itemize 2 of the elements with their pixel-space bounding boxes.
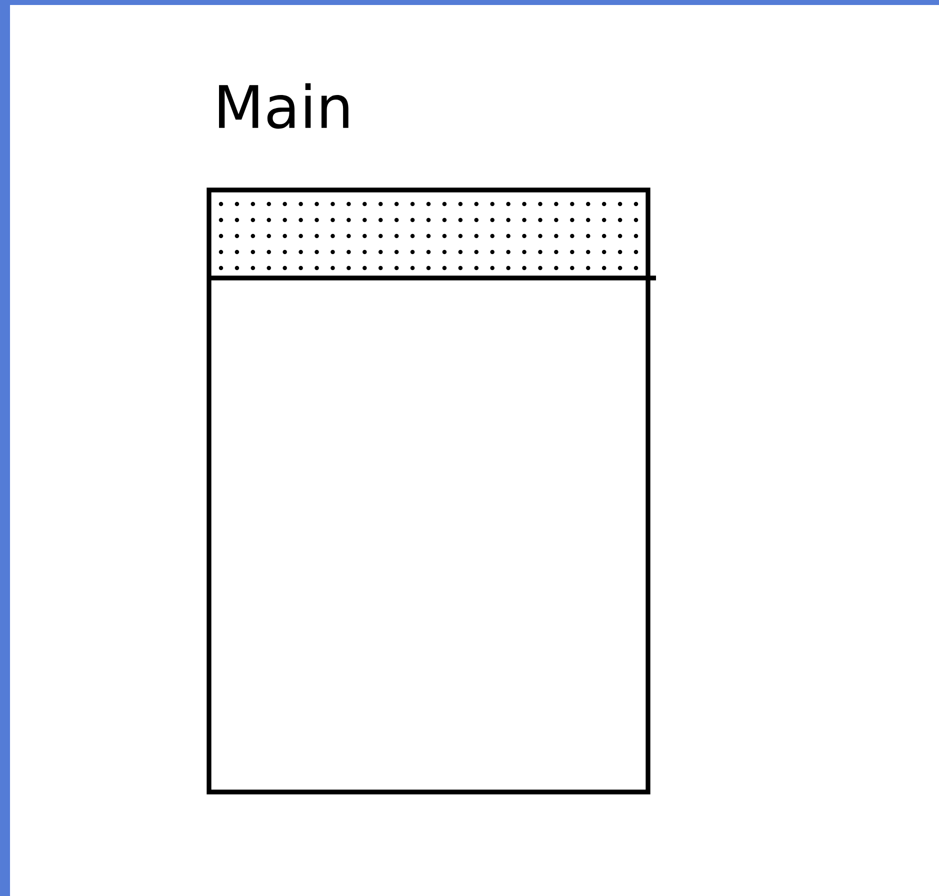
node-label: Main bbox=[219, 83, 348, 129]
window-box: Main bbox=[206, 83, 656, 794]
